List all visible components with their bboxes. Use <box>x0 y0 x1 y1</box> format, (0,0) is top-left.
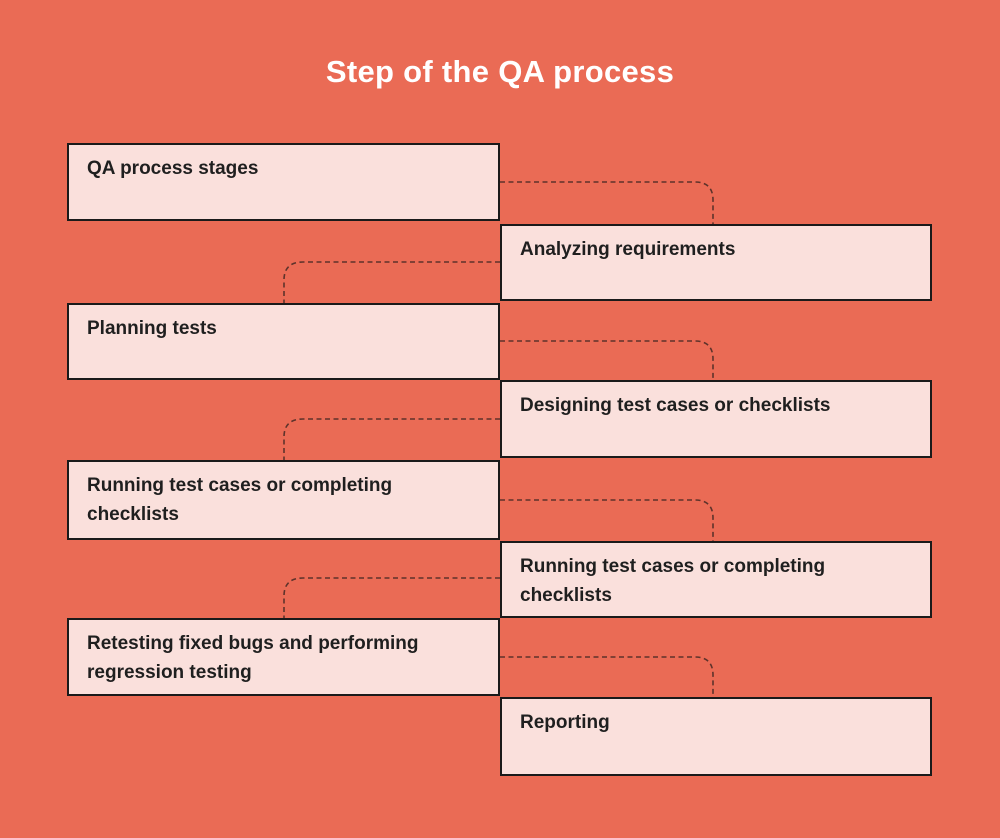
connector-7 <box>500 656 714 697</box>
connector-1 <box>500 181 714 224</box>
connector-2 <box>283 261 500 303</box>
node-label: Designing test cases or checklists <box>520 395 831 416</box>
node-label: Reporting <box>520 712 610 733</box>
node-retesting-fixed-bugs: Retesting fixed bugs and performing regr… <box>67 618 500 696</box>
page-title: Step of the QA process <box>325 54 675 89</box>
node-label: QA process stages <box>87 158 259 179</box>
node-analyzing-requirements: Analyzing requirements <box>500 224 932 301</box>
connector-3 <box>500 340 714 380</box>
node-label: Retesting fixed bugs and performing regr… <box>87 633 419 683</box>
connector-6 <box>283 577 500 618</box>
node-label: Analyzing requirements <box>520 239 736 260</box>
node-qa-process-stages: QA process stages <box>67 143 500 221</box>
connector-4 <box>283 418 500 460</box>
node-label: Running test cases or completing checkli… <box>520 556 826 606</box>
node-reporting: Reporting <box>500 697 932 776</box>
connector-5 <box>500 499 714 541</box>
node-designing-test-cases: Designing test cases or checklists <box>500 380 932 458</box>
node-running-test-cases-left: Running test cases or completing checkli… <box>67 460 500 540</box>
node-running-test-cases-right: Running test cases or completing checkli… <box>500 541 932 618</box>
node-label: Running test cases or completing checkli… <box>87 475 393 525</box>
node-label: Planning tests <box>87 318 217 339</box>
node-planning-tests: Planning tests <box>67 303 500 380</box>
